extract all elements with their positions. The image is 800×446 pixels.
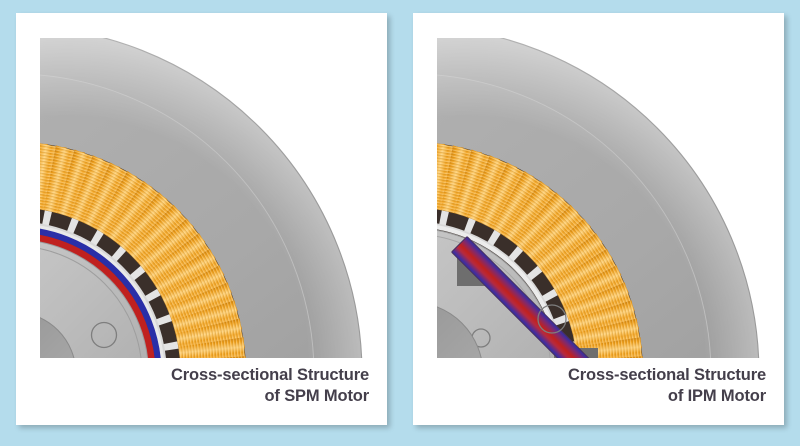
ipm-figure <box>437 38 761 358</box>
ipm-caption: Cross-sectional Structure of IPM Motor <box>413 365 766 407</box>
ipm-caption-line-1: Cross-sectional Structure <box>568 366 766 384</box>
buried-magnet-bar <box>451 236 609 358</box>
spm-caption-line-1: Cross-sectional Structure <box>171 366 369 384</box>
spm-figure <box>40 38 364 358</box>
rotor-shaft-bore <box>40 317 75 358</box>
coil-bundle-group <box>437 141 644 358</box>
rotor-hole-large <box>537 304 567 334</box>
rotor-balance-hole <box>90 321 118 349</box>
coil-bundle-group <box>40 141 247 358</box>
stator-coils-and-teeth <box>40 141 247 358</box>
ipm-caption-line-2: of IPM Motor <box>667 387 766 405</box>
rotor-core <box>437 229 609 358</box>
ipm-motor-illustration <box>437 38 761 358</box>
spm-caption-line-2: of SPM Motor <box>264 387 369 405</box>
spm-motor-card: Cross-sectional Structure of SPM Motor <box>16 13 387 425</box>
rotor-core <box>40 241 149 358</box>
spm-motor-illustration <box>40 38 364 358</box>
rotor-shaft-bore <box>437 306 482 358</box>
ipm-motor-card: Cross-sectional Structure of IPM Motor <box>413 13 784 425</box>
spm-caption: Cross-sectional Structure of SPM Motor <box>16 365 369 407</box>
